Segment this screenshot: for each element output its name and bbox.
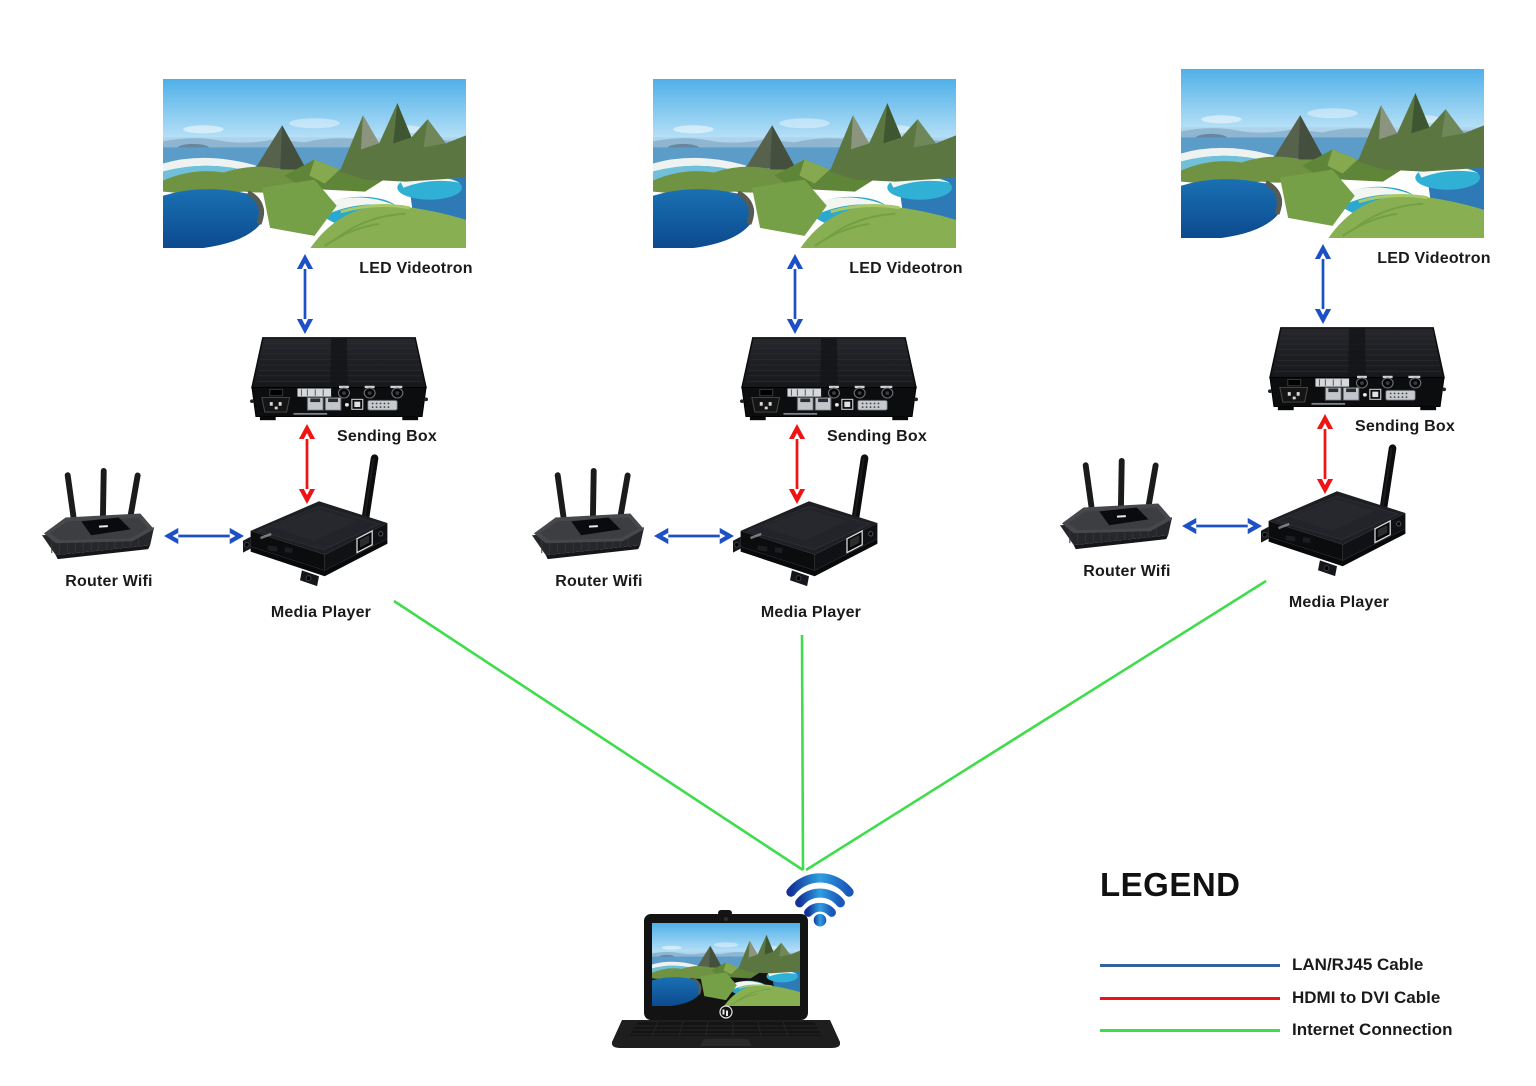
laptop bbox=[611, 910, 840, 1048]
legend-label-hdmi: HDMI to DVI Cable bbox=[1292, 988, 1441, 1007]
led-videotron-screen bbox=[653, 79, 956, 248]
sending-box-label: Sending Box bbox=[1355, 418, 1455, 435]
internet-line-swatch bbox=[1100, 1028, 1280, 1032]
legend-item-hdmi: HDMI to DVI Cable bbox=[1100, 988, 1520, 1008]
lan-arrow-screen-sendingbox-icon bbox=[296, 254, 314, 334]
lan-line-swatch bbox=[1100, 963, 1280, 967]
hp-logo bbox=[719, 1005, 733, 1019]
lan-arrow-router-mediaplayer-icon bbox=[654, 527, 734, 545]
media-player-label: Media Player bbox=[270, 604, 372, 621]
led-videotron-screen bbox=[163, 79, 466, 248]
legend-label-internet: Internet Connection bbox=[1292, 1020, 1453, 1039]
router-wifi-device bbox=[40, 462, 158, 566]
led-videotron-label: LED Videotron bbox=[359, 260, 473, 277]
legend-item-lan: LAN/RJ45 Cable bbox=[1100, 955, 1520, 975]
webcam-icon bbox=[724, 917, 728, 921]
lan-arrow-router-mediaplayer-icon bbox=[1182, 517, 1262, 535]
hdmi-line-swatch bbox=[1100, 996, 1280, 1000]
sending-box-device bbox=[250, 336, 428, 422]
router-wifi-label: Router Wifi bbox=[1083, 563, 1171, 580]
lan-arrow-screen-sendingbox-icon bbox=[786, 254, 804, 334]
display-chain-3: LED Videotron Sending Box Media Player R… bbox=[1018, 0, 1536, 670]
display-chain-1: LED Videotron Sending Box Media Player R… bbox=[0, 0, 520, 680]
media-player-label: Media Player bbox=[1288, 594, 1390, 611]
lan-arrow-router-mediaplayer-icon bbox=[164, 527, 244, 545]
sending-box-label: Sending Box bbox=[337, 428, 437, 445]
laptop-trackpad bbox=[700, 1039, 752, 1046]
display-chain-2: LED Videotron Sending Box Media Player R… bbox=[490, 0, 1010, 680]
laptop-screen bbox=[652, 923, 800, 1006]
lan-arrow-screen-sendingbox-icon bbox=[1314, 244, 1332, 324]
media-player-device bbox=[243, 448, 395, 596]
legend: LEGEND LAN/RJ45 Cable HDMI to DVI Cable … bbox=[1100, 866, 1520, 1039]
media-player-label: Media Player bbox=[760, 604, 862, 621]
legend-title: LEGEND bbox=[1100, 866, 1241, 903]
led-videotron-screen bbox=[1181, 69, 1484, 238]
router-wifi-label: Router Wifi bbox=[555, 573, 643, 590]
sending-box-device bbox=[1268, 326, 1446, 412]
sending-box-device bbox=[740, 336, 918, 422]
led-videotron-label: LED Videotron bbox=[849, 260, 963, 277]
led-videotron-label: LED Videotron bbox=[1377, 250, 1491, 267]
legend-label-lan: LAN/RJ45 Cable bbox=[1292, 955, 1424, 974]
sending-box-label: Sending Box bbox=[827, 428, 927, 445]
router-wifi-label: Router Wifi bbox=[65, 573, 153, 590]
legend-item-internet: Internet Connection bbox=[1100, 1020, 1520, 1040]
router-wifi-device bbox=[530, 462, 648, 566]
media-player-device bbox=[733, 448, 885, 596]
media-player-device bbox=[1261, 438, 1413, 586]
router-wifi-device bbox=[1058, 452, 1176, 556]
